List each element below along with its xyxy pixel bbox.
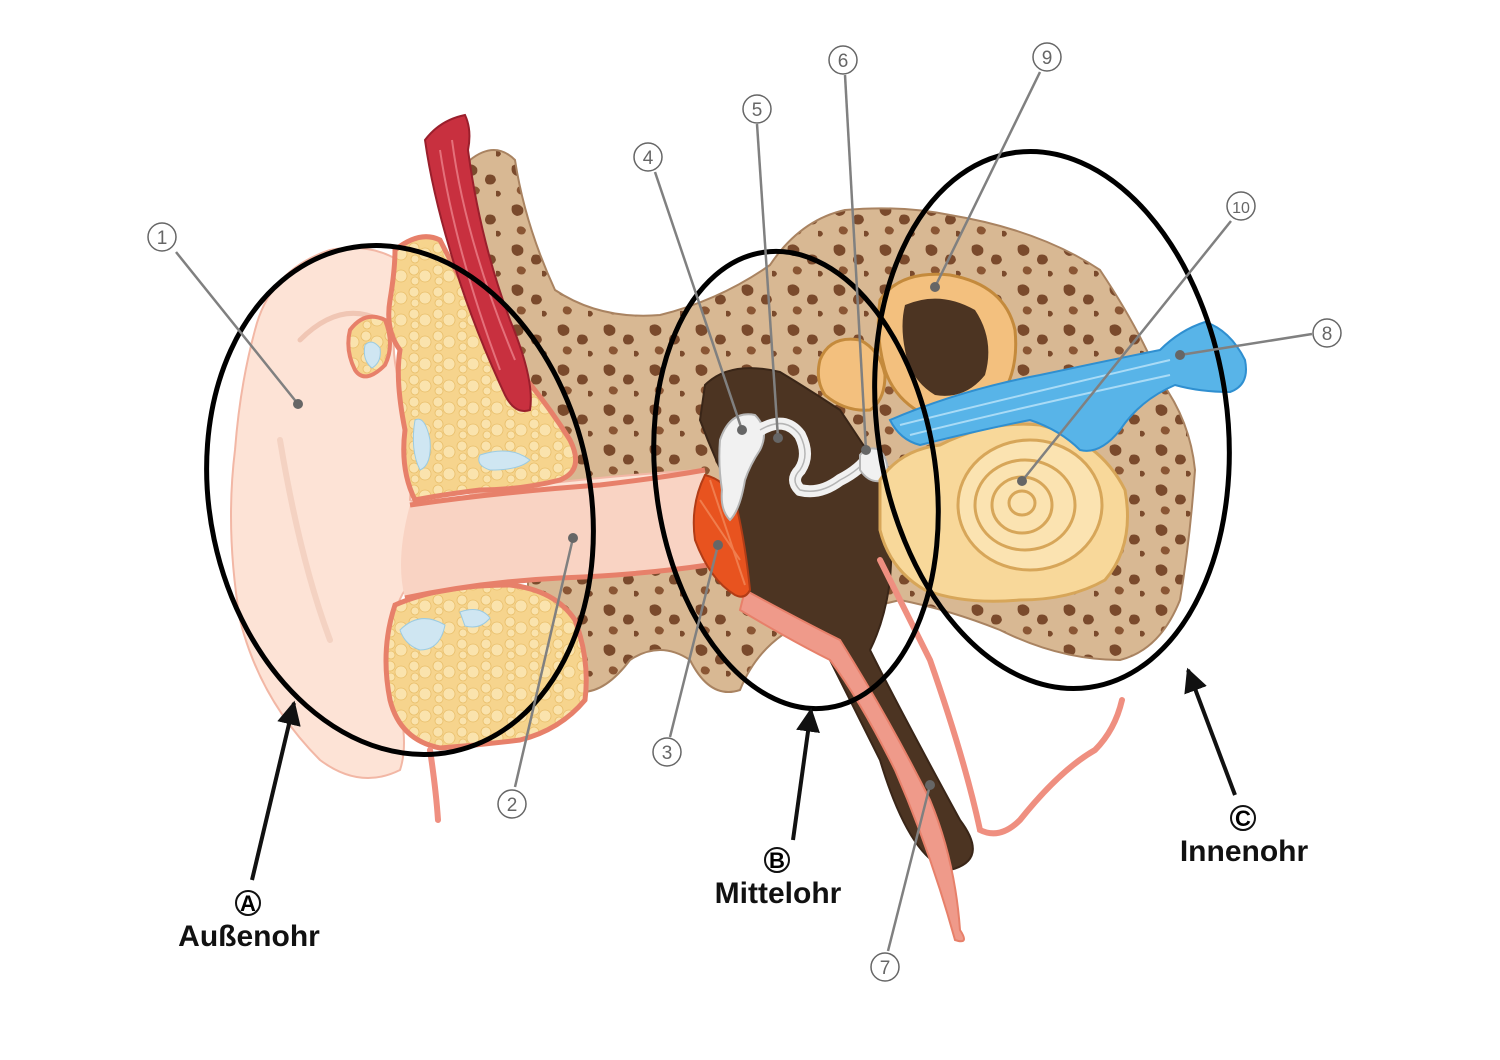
region-letter-c: C	[1235, 806, 1251, 831]
callout-10: 10	[1017, 191, 1256, 486]
region-name-b: Mittelohr	[715, 877, 842, 910]
region-outline-a	[204, 243, 596, 757]
callout-number-4: 4	[643, 148, 654, 169]
callout-number-10: 10	[1232, 200, 1250, 217]
callout-1: 1	[147, 222, 303, 409]
callout-number-3: 3	[662, 743, 673, 764]
ear-canal	[401, 470, 708, 598]
callout-number-5: 5	[752, 100, 763, 121]
callout-number-7: 7	[880, 958, 891, 979]
callout-number-1: 1	[157, 228, 168, 249]
region-outline-b	[651, 248, 941, 712]
callout-9: 9	[930, 42, 1062, 292]
region-name-a: Außenohr	[178, 920, 320, 953]
region-label-c: C Innenohr	[1180, 805, 1309, 868]
callout-4: 4	[633, 142, 747, 435]
region-outline-c	[872, 149, 1232, 691]
region-label-a: A Außenohr	[178, 890, 320, 953]
cochlea-icon	[878, 422, 1129, 603]
region-arrow-b	[791, 707, 820, 841]
callout-number-8: 8	[1322, 324, 1333, 345]
callout-5: 5	[742, 94, 783, 443]
semicircular-canals	[816, 272, 1018, 423]
eustachian-tube	[738, 588, 965, 943]
region-letter-b: B	[769, 848, 785, 873]
temporal-muscle	[423, 113, 532, 412]
region-letter-a: A	[240, 891, 256, 916]
callout-7: 7	[870, 780, 935, 982]
callout-number-6: 6	[838, 51, 849, 72]
callout-number-9: 9	[1042, 48, 1053, 69]
callout-6: 6	[828, 45, 871, 455]
region-name-c: Innenohr	[1180, 835, 1309, 868]
callout-3: 3	[652, 540, 723, 767]
callout-8: 8	[1175, 318, 1342, 360]
callout-2: 2	[497, 533, 578, 819]
region-arrow-a	[250, 700, 301, 881]
callout-number-2: 2	[507, 795, 518, 816]
region-arrow-c	[1184, 667, 1237, 796]
region-label-b: B Mittelohr	[715, 847, 842, 910]
